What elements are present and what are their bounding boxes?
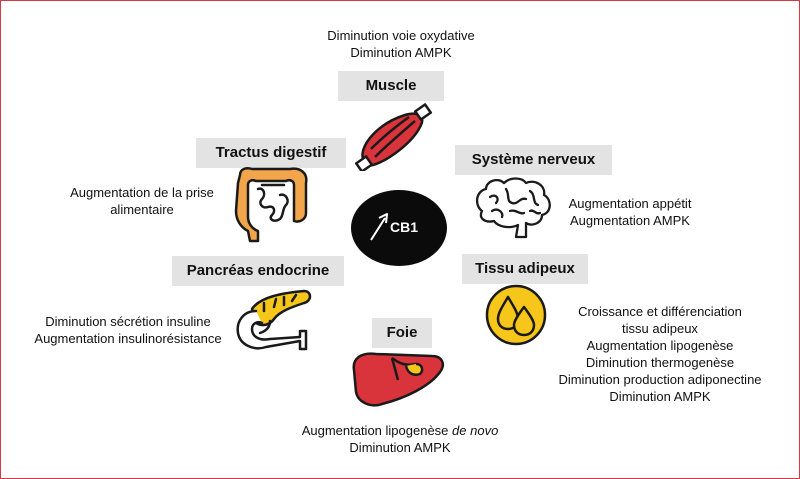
brain-icon xyxy=(475,177,551,239)
adipose-effects: Croissance et différenciation tissu adip… xyxy=(540,303,780,405)
nervous-effect-2: Augmentation AMPK xyxy=(570,213,690,228)
muscle-icon xyxy=(355,103,433,171)
muscle-effect-1: Diminution voie oxydative xyxy=(327,28,475,43)
adipose-effect-2: tissu adipeux xyxy=(622,321,698,336)
liver-effect-1-text: Augmentation lipogenèse xyxy=(301,423,453,438)
adipose-effect-5: Diminution production adiponectine xyxy=(558,372,762,387)
pancreas-effect-2: Augmentation insulinorésistance xyxy=(34,331,222,346)
nervous-effect-1: Augmentation appétit xyxy=(568,196,692,211)
intestine-icon xyxy=(234,167,308,243)
muscle-label: Muscle xyxy=(338,71,444,101)
adipose-effect-3: Augmentation lipogenèse xyxy=(586,338,734,353)
liver-effect-1-italic: de novo xyxy=(452,423,499,438)
nervous-label: Système nerveux xyxy=(455,145,612,175)
nervous-effects: Augmentation appétit Augmentation AMPK xyxy=(560,195,700,229)
liver-effect-1: Augmentation lipogenèse de novo xyxy=(250,422,550,439)
liver-effect-2: Diminution AMPK xyxy=(349,440,451,455)
fat-droplets-icon xyxy=(485,284,547,346)
digestive-effect-1: Augmentation de la prise xyxy=(70,185,214,200)
liver-effects: Augmentation lipogenèse de novo Diminuti… xyxy=(250,422,550,456)
digestive-effect-2: alimentaire xyxy=(110,202,174,217)
adipose-effect-1: Croissance et différenciation xyxy=(578,304,742,319)
muscle-effect-2: Diminution AMPK xyxy=(350,45,452,60)
cb1-label: CB1 xyxy=(390,219,419,235)
cb1-receptor xyxy=(351,190,447,266)
up-arrow-icon xyxy=(370,213,388,241)
pancreas-effects: Diminution sécrétion insuline Augmentati… xyxy=(22,313,234,347)
liver-label: Foie xyxy=(372,318,432,348)
adipose-effect-6: Diminution AMPK xyxy=(609,389,711,404)
muscle-effects: Diminution voie oxydative Diminution AMP… xyxy=(296,27,506,61)
adipose-label: Tissu adipeux xyxy=(462,254,588,284)
pancreas-effect-1: Diminution sécrétion insuline xyxy=(45,314,211,329)
adipose-effect-4: Diminution thermogenèse xyxy=(585,355,735,370)
liver-icon xyxy=(352,352,444,407)
digestive-effects: Augmentation de la prise alimentaire xyxy=(52,184,232,218)
pancreas-label: Pancréas endocrine xyxy=(172,256,344,286)
pancreas-icon xyxy=(236,289,312,351)
digestive-label: Tractus digestif xyxy=(196,138,346,168)
